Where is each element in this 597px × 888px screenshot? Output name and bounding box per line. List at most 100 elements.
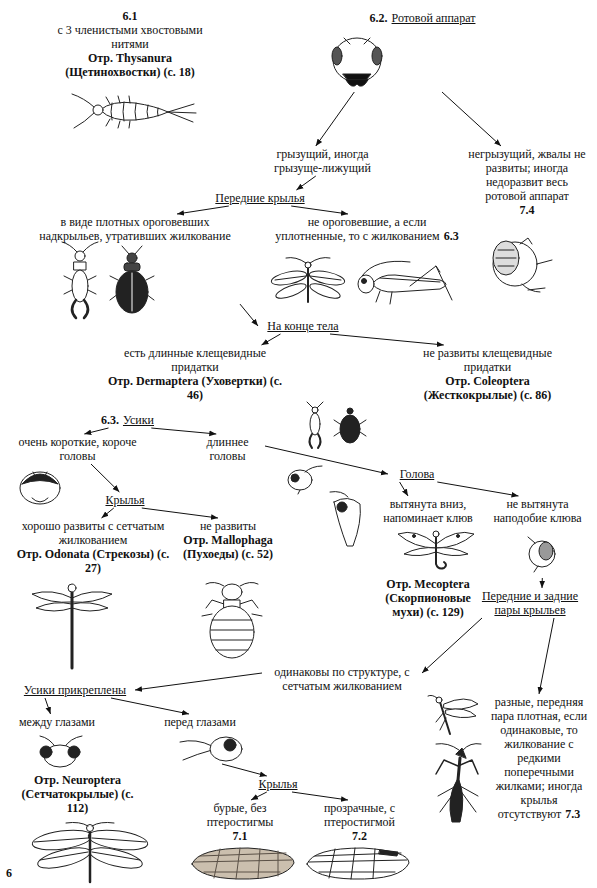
lacewing-small-figure — [270, 258, 346, 302]
key-arrow — [111, 698, 189, 714]
dragonfly-figure — [32, 592, 72, 603]
key-arrow — [222, 764, 267, 776]
mantis-figure — [436, 744, 481, 822]
dragonfly-figure — [68, 584, 76, 592]
key-label: Отр. Dermaptera (Уховертки) (с. 46) — [103, 374, 287, 402]
key-label: 6.3. — [101, 413, 119, 427]
grasshopper-figure — [358, 261, 452, 304]
scorpionfly-figure — [398, 531, 474, 569]
winged-insect-figure — [436, 712, 446, 730]
mantis-figure — [450, 780, 463, 822]
winged-insect-figure — [428, 695, 437, 698]
lacewing-small-figure — [286, 258, 330, 263]
scorpionfly-figure — [436, 548, 468, 556]
key-label: Отр. Coleoptera (Жесткокрылые) (с. 86) — [403, 374, 572, 402]
silverfish-figure — [72, 94, 94, 128]
key-heading: Усики прикреплены — [18, 683, 132, 697]
key-arrow — [142, 508, 218, 518]
dragonfly-figure — [72, 603, 108, 611]
key-text: не ороговевшие, а если уплотненные, то с… — [275, 215, 439, 243]
grasshopper-figure — [358, 275, 374, 293]
key-text: разные, передняя пара плотная, если один… — [491, 695, 587, 821]
fly-head-side-figure — [528, 537, 535, 543]
key-step: длиннее головы — [190, 434, 265, 464]
winged-insect-figure — [428, 695, 478, 734]
page-number: 6 — [6, 866, 12, 880]
key-arrow — [400, 482, 408, 496]
key-label: Отр. Neuroptera (Сетчатокрылые) (с. 112) — [13, 773, 142, 815]
key-step: негрызущий, жвалы не развиты; иногда нед… — [462, 146, 592, 296]
grasshopper-figure — [372, 275, 446, 292]
beetle-figure — [127, 253, 137, 263]
fly-head-figure — [496, 250, 516, 266]
key-arrow — [330, 334, 444, 345]
insect-head-figure — [305, 466, 322, 472]
grasshopper-figure — [410, 266, 452, 300]
key-heading: Голова — [391, 467, 443, 481]
key-text: с 3 членистыми хвостовыми нитями — [43, 23, 217, 51]
key-arrow — [135, 673, 262, 690]
head-antennae-before-eyes-figure — [180, 737, 242, 761]
fly-head-figure — [493, 238, 552, 292]
key-step: не ороговевшие, а если уплотненные, то с… — [272, 214, 462, 244]
key-step: 6.3. Усики — [80, 412, 175, 428]
lacewing-small-figure — [308, 281, 341, 301]
fly-head-figure — [493, 241, 519, 275]
dragonfly-head-figure — [20, 472, 60, 504]
earwig-beetle-small-figure — [310, 413, 320, 435]
key-arrow — [442, 92, 501, 146]
key-text: перед глазами — [148, 715, 252, 729]
key-heading: Крылья — [253, 777, 303, 791]
key-step: Передние и задние пары крыльев — [470, 588, 590, 618]
key-text: одинаковы по структуре, с сетчатым жилко… — [265, 665, 419, 693]
key-heading: Усики — [123, 413, 154, 427]
silverfish-figure — [72, 94, 196, 128]
key-text: не развиты — [181, 519, 275, 533]
silverfish-figure — [111, 102, 158, 121]
winged-insect-figure — [446, 709, 476, 718]
brown-wing-figure — [192, 848, 294, 879]
chewing-head-figure — [346, 80, 368, 86]
fly-head-side-figure — [534, 566, 538, 572]
mantis-figure — [456, 748, 466, 758]
grasshopper-figure — [362, 261, 410, 276]
fly-head-figure — [520, 238, 532, 244]
dragonfly-figure — [32, 584, 112, 668]
lacewing-small-figure — [274, 281, 307, 301]
key-text: хорошо развиты с сетчатым жилкованием — [11, 519, 175, 547]
scorpionfly-figure — [457, 535, 460, 538]
key-step: одинаковы по структуре, с сетчатым жилко… — [262, 664, 422, 694]
head-antennae-before-eyes-figure — [224, 739, 236, 751]
key-label: 7.1 — [188, 829, 292, 843]
beetle-figure — [110, 246, 154, 313]
key-label: Отр. Mecoptera (Скорпионовые мухи) (с. 1… — [381, 577, 475, 619]
earwig-figure — [62, 242, 98, 318]
key-label: 7.2 — [305, 829, 414, 843]
scorpionfly-figure — [433, 531, 439, 537]
grasshopper-figure — [380, 278, 440, 282]
key-arrow — [292, 792, 348, 800]
key-text: прозрачные, с птеростигмой — [305, 801, 414, 829]
key-arrow — [91, 464, 119, 492]
key-step: очень короткие, короче головы — [10, 434, 145, 464]
key-text: есть длинные клещевидные придатки — [103, 346, 287, 374]
head-antennae-before-eyes-figure — [210, 737, 242, 761]
insect-head-figure — [288, 466, 322, 494]
key-step: Передние крылья — [208, 190, 312, 206]
earwig-beetle-small-figure — [347, 408, 353, 414]
key-text: очень короткие, короче головы — [13, 435, 142, 463]
key-label: 6.3 — [444, 229, 459, 243]
head-antennae-between-eyes-figure — [68, 746, 80, 758]
earwig-beetle-small-figure — [340, 415, 360, 443]
chewing-head-figure — [332, 47, 342, 65]
dragonfly-figure — [36, 603, 72, 611]
key-text: грызущий, иногда грызуще-лижущий — [258, 147, 387, 175]
clear-wing-figure — [309, 848, 407, 879]
lacewing-figure — [66, 822, 114, 826]
beetle-figure — [132, 273, 133, 311]
key-step: вытянута вниз, напоминает клювОтр. Mecop… — [378, 496, 478, 620]
key-step: в виде плотных ороговевших надкрыльев, у… — [30, 214, 240, 320]
fly-head-side-figure — [529, 541, 555, 567]
key-arrow — [265, 446, 388, 474]
key-heading: Ротовой аппарат — [392, 11, 476, 25]
